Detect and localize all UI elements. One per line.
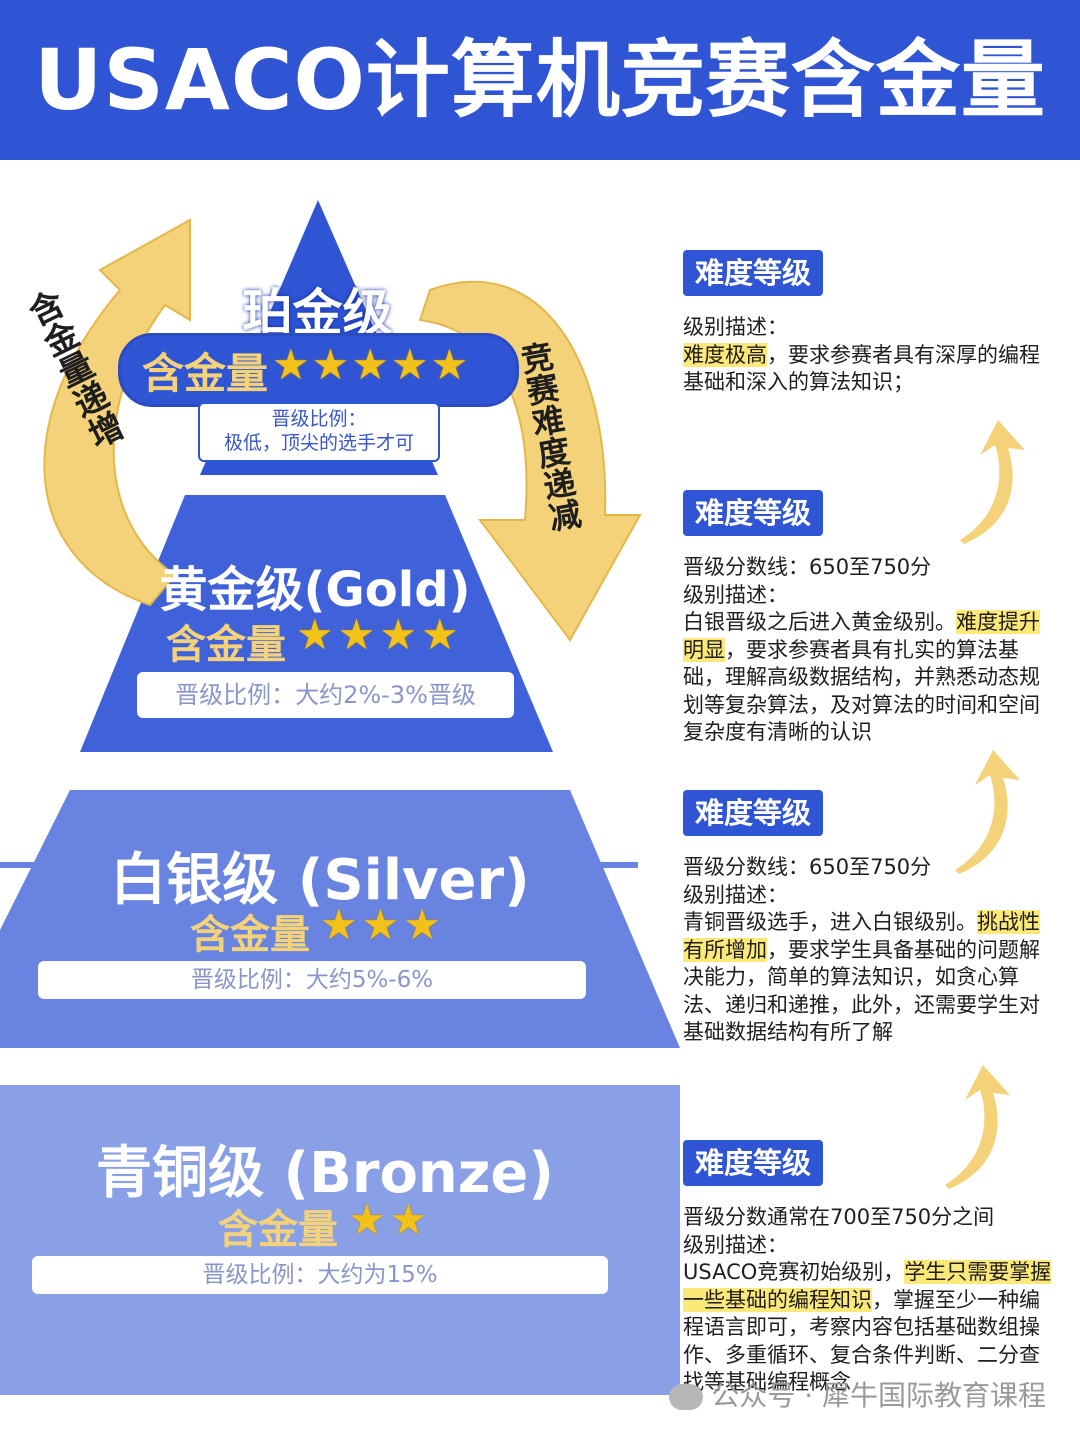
star-icon: ★	[351, 340, 391, 389]
panel-gold-desc-label: 级别描述：	[683, 582, 788, 607]
tier-silver-value-label: 含金量	[190, 912, 310, 958]
panel-bronze-score: 晋级分数通常在700至750分之间	[683, 1205, 995, 1229]
panel-silver-pre: 青铜晋级选手，进入白银级别。	[683, 910, 977, 934]
star-icon: ★	[320, 900, 362, 949]
panel-silver-rest: ，要求学生具备基础的问题解决能力，简单的算法知识，如贪心算法、递归和递推，此外，…	[683, 937, 1040, 1045]
panel-bronze-pill: 难度等级	[683, 1140, 824, 1186]
watermark: 公众号 · 犀牛国际教育课程	[669, 1374, 1046, 1414]
panel-silver-desc-label: 级别描述：	[683, 882, 788, 907]
panel-silver: 难度等级 晋级分数线：650至750分 级别描述： 青铜晋级选手，进入白银级别。…	[683, 790, 1053, 1047]
tier-gold-ratio: 晋级比例：大约2%-3%晋级	[137, 672, 514, 718]
panel-gold-rest: ，要求参赛者具有扎实的算法基础，理解高级数据结构，并熟悉动态规划等复杂算法，及对…	[683, 637, 1040, 745]
panel-platinum-desc-label: 级别描述：	[683, 315, 788, 339]
up-arrow-icon-2	[955, 750, 1020, 874]
panel-silver-pill: 难度等级	[683, 790, 824, 836]
tier-platinum-ratio: 晋级比例： 极低，顶尖的选手才可	[198, 402, 440, 462]
panel-platinum-pill: 难度等级	[683, 250, 824, 296]
tier-platinum-stars: ★★★★★	[272, 340, 470, 389]
tier-gold-stars: ★★★★	[296, 610, 463, 659]
panel-platinum-rest: ，要求参赛者具有深厚的编程基础和深入的算法知识；	[683, 342, 1040, 395]
tier-bronze-ratio: 晋级比例：大约为15%	[32, 1256, 608, 1294]
star-icon: ★	[361, 900, 404, 949]
panel-bronze-desc: USACO竞赛初始级别，学生只需要掌握一些基础的编程知识，掌握至少一种编程语言即…	[683, 1259, 1053, 1397]
panel-bronze-rest: ，掌握至少一种编程语言即可，考察内容包括基础数组操作、多重循环、复合条件判断、二…	[683, 1287, 1040, 1395]
tier-bronze-name: 青铜级 (Bronze)	[96, 1141, 554, 1206]
tier-platinum-value-label: 含金量	[142, 349, 269, 398]
tier-silver-stars: ★★★	[320, 900, 445, 949]
star-icon: ★	[430, 340, 471, 389]
panel-bronze-desc-label: 级别描述：	[683, 1232, 788, 1257]
tier-bronze-stars: ★★	[348, 1195, 431, 1244]
panel-bronze-pre: USACO竞赛初始级别，	[683, 1260, 905, 1284]
tier-platinum-name: 珀金级	[242, 284, 393, 342]
tier-platinum-ratio-title: 晋级比例：	[271, 408, 367, 430]
star-icon: ★	[403, 900, 445, 949]
tier-silver-ratio: 晋级比例：大约5%-6%	[38, 961, 586, 999]
wechat-icon	[669, 1384, 704, 1410]
panel-gold-pre: 白银晋级之后进入黄金级别。	[683, 610, 956, 634]
tier-bronze-shape	[0, 1085, 680, 1395]
panel-platinum-highlight: 难度极高	[683, 342, 767, 367]
tier-gold-name: 黄金级(Gold)	[159, 562, 471, 618]
panel-gold-score: 晋级分数线：650至750分	[683, 555, 932, 579]
star-icon: ★	[348, 1195, 390, 1244]
page-title: USACO计算机竞赛含金量	[34, 31, 1046, 129]
tier-silver-name: 白银级 (Silver)	[110, 848, 530, 913]
star-icon: ★	[296, 610, 338, 659]
star-icon: ★	[420, 610, 463, 659]
panel-platinum-desc: 难度极高，要求参赛者具有深厚的编程基础和深入的算法知识；	[683, 342, 1053, 397]
panel-silver-score: 晋级分数线：650至750分	[683, 855, 932, 879]
up-arrow-icon-3	[945, 1065, 1010, 1189]
panel-gold-desc: 白银晋级之后进入黄金级别。难度提升明显，要求参赛者具有扎实的算法基础，理解高级数…	[683, 609, 1053, 747]
tier-bronze-value-label: 含金量	[218, 1207, 338, 1253]
panel-platinum: 难度等级 级别描述： 难度极高，要求参赛者具有深厚的编程基础和深入的算法知识；	[683, 250, 1053, 397]
star-icon: ★	[379, 610, 421, 659]
star-icon: ★	[389, 1195, 432, 1244]
star-icon: ★	[272, 340, 312, 389]
watermark-text: 公众号 · 犀牛国际教育课程	[711, 1379, 1046, 1412]
star-icon: ★	[311, 340, 352, 389]
panel-silver-desc: 青铜晋级选手，进入白银级别。挑战性有所增加，要求学生具备基础的问题解决能力，简单…	[683, 909, 1053, 1047]
left-curved-arrow	[43, 218, 191, 607]
star-icon: ★	[337, 610, 380, 659]
tier-gold-value-label: 含金量	[166, 622, 286, 668]
header-banner: USACO计算机竞赛含金量	[0, 0, 1080, 160]
panel-gold-pill: 难度等级	[683, 490, 824, 536]
tier-platinum-ratio-text: 极低，顶尖的选手才可	[223, 432, 414, 454]
panel-bronze: 难度等级 晋级分数通常在700至750分之间 级别描述： USACO竞赛初始级别…	[683, 1140, 1053, 1397]
star-icon: ★	[390, 340, 431, 389]
panel-gold: 难度等级 晋级分数线：650至750分 级别描述： 白银晋级之后进入黄金级别。难…	[683, 490, 1053, 747]
up-arrow-icon-1	[960, 420, 1025, 544]
